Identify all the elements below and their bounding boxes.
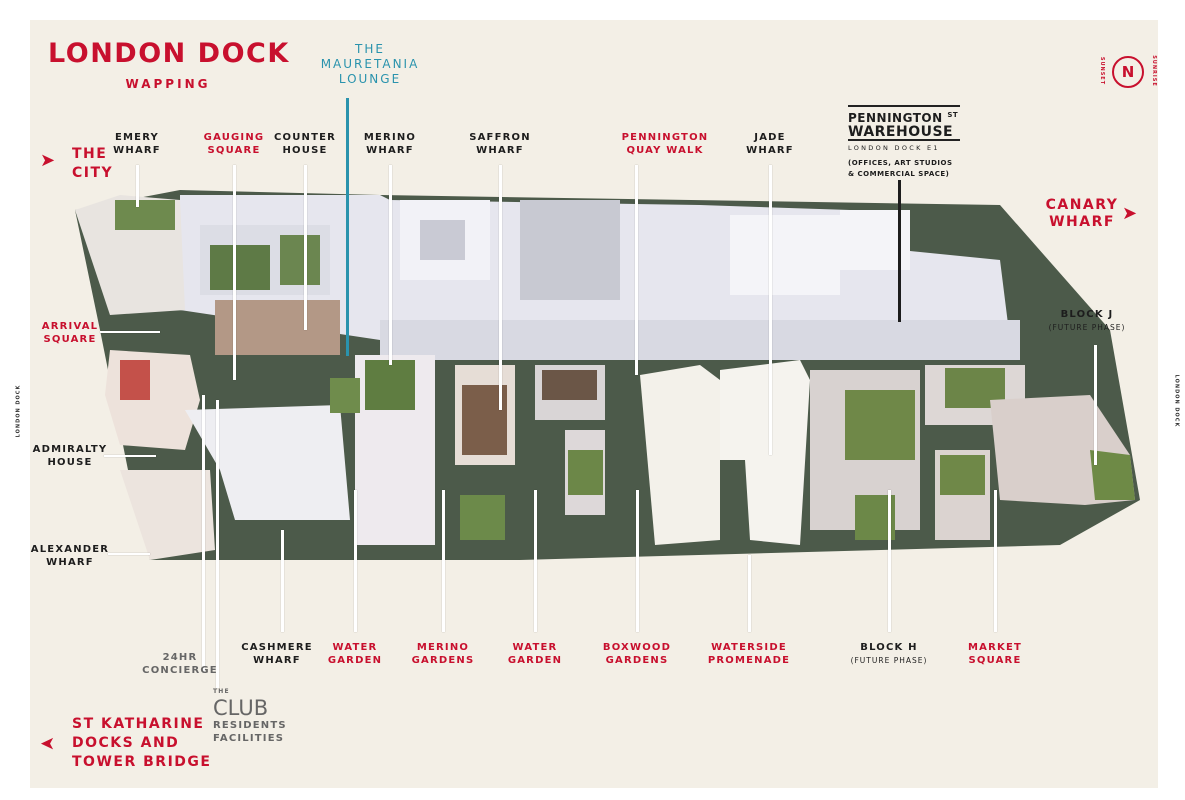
side-label-right: LONDON DOCK bbox=[1173, 374, 1180, 428]
leader-line bbox=[216, 400, 219, 688]
leader-line bbox=[898, 180, 901, 322]
leader-line bbox=[635, 165, 638, 375]
leader-line bbox=[888, 490, 891, 632]
compass: N bbox=[1112, 56, 1144, 88]
side-label-left: LONDON DOCK bbox=[15, 384, 22, 438]
label-block-h: BLOCK H(FUTURE PHASE) bbox=[850, 642, 928, 665]
arrow-left-icon: ➤ bbox=[40, 150, 56, 171]
leader-line bbox=[304, 165, 307, 330]
leader-line bbox=[104, 455, 156, 457]
leader-line bbox=[442, 490, 445, 632]
leader-line bbox=[389, 165, 392, 365]
compass-sunrise: SUNRISE bbox=[1150, 55, 1157, 87]
leader-line bbox=[354, 490, 357, 632]
leader-line bbox=[1094, 345, 1097, 465]
label-block-j: BLOCK J(FUTURE PHASE) bbox=[1048, 309, 1126, 332]
page-subtitle: WAPPING bbox=[125, 77, 211, 91]
leader-line bbox=[748, 555, 751, 632]
leader-line bbox=[108, 553, 150, 555]
jade-wharf bbox=[640, 365, 720, 545]
warehouse-building bbox=[380, 320, 1020, 360]
page-title: LONDON DOCK bbox=[48, 38, 290, 69]
direction-the-city: THE CITY bbox=[72, 146, 114, 181]
leader-line bbox=[202, 395, 205, 672]
arrow-left-icon: ➤ bbox=[40, 733, 56, 754]
leader-line bbox=[346, 98, 349, 356]
leader-line bbox=[100, 331, 160, 333]
compass-north: N bbox=[1121, 63, 1135, 81]
leader-line bbox=[769, 165, 772, 455]
leader-line bbox=[136, 165, 139, 207]
leader-line bbox=[534, 490, 537, 632]
leader-line bbox=[233, 165, 236, 380]
arrow-right-icon: ➤ bbox=[1122, 203, 1138, 224]
leader-line bbox=[636, 490, 639, 632]
leader-line bbox=[281, 530, 284, 632]
leader-line bbox=[994, 490, 997, 632]
pennington-warehouse-logo: PENNINGTON ST WAREHOUSE LONDON DOCK E1 (… bbox=[848, 105, 960, 180]
leader-line bbox=[499, 165, 502, 410]
compass-sunset: SUNSET bbox=[1099, 56, 1106, 86]
